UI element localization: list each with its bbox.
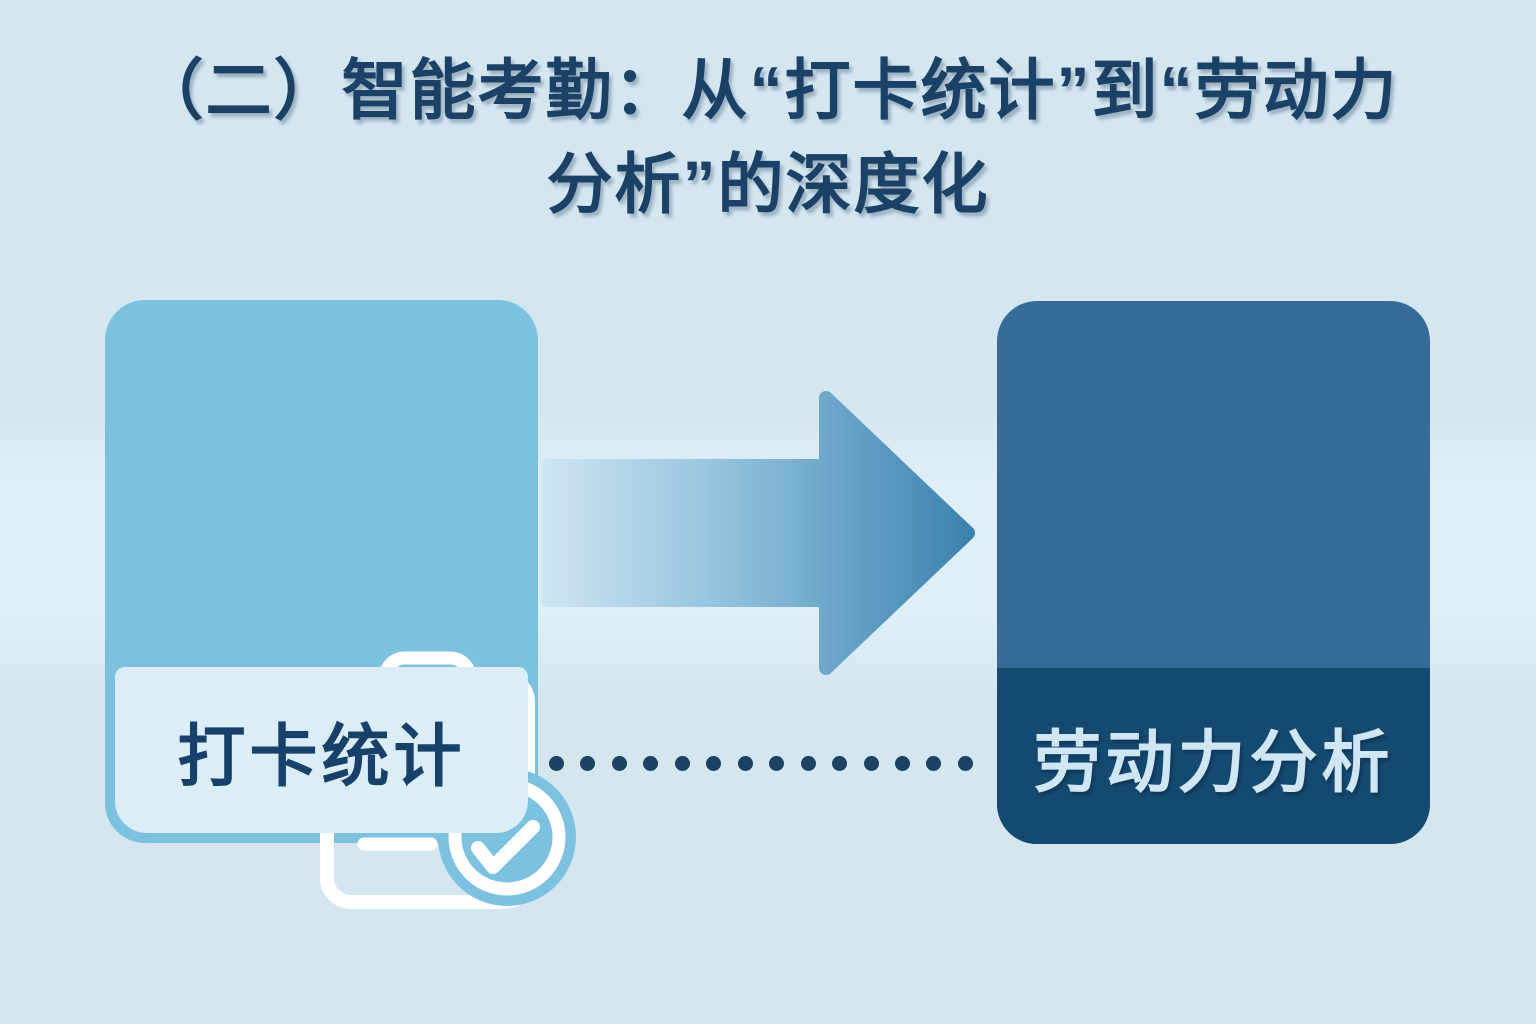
connector-dot	[957, 755, 973, 771]
page-title: （二）智能考勤：从“打卡统计”到“劳动力 分析”的深度化	[0, 44, 1536, 231]
connector-dot	[549, 755, 564, 771]
card-workforce-analysis: 劳动力分析	[997, 301, 1430, 844]
connector-dot	[863, 755, 879, 771]
connector-dot	[611, 755, 627, 771]
card-workforce-label: 劳动力分析	[1033, 724, 1394, 801]
connector-dot	[737, 755, 753, 771]
card-workforce-label-panel: 劳动力分析	[997, 668, 1430, 844]
connector-dot	[832, 755, 848, 771]
connector-dot	[706, 755, 722, 771]
connector-dot	[643, 755, 659, 771]
connector-dot	[580, 755, 596, 771]
card-attendance-stats: 打卡统计	[105, 300, 576, 909]
card-attendance-label-panel: 打卡统计	[115, 667, 528, 833]
connector-dot	[894, 755, 910, 771]
page-title-line2: 分析”的深度化	[546, 146, 990, 221]
arrow-right-icon	[540, 390, 980, 680]
connector-dot	[769, 755, 785, 771]
connector-dot	[800, 755, 816, 771]
page-title-line1: （二）智能考勤：从“打卡统计”到“劳动力	[137, 53, 1399, 127]
connector-dot	[674, 755, 690, 771]
dotted-connector	[549, 755, 973, 771]
connector-dot	[926, 755, 942, 771]
card-attendance-label: 打卡统计	[177, 718, 466, 795]
